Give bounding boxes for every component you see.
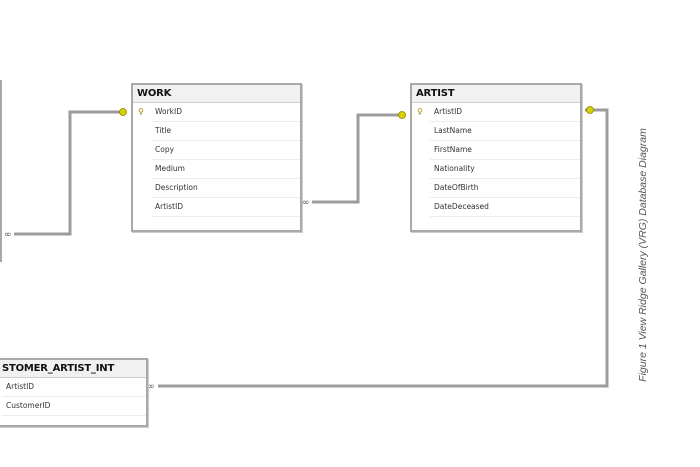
key-icon [119, 108, 127, 116]
column-row[interactable]: Medium [151, 160, 300, 179]
column-row[interactable]: DateOfBirth [430, 179, 580, 198]
column-row[interactable]: Nationality [430, 160, 580, 179]
column-row[interactable]: Copy [151, 141, 300, 160]
column-row[interactable]: CustomerID [2, 397, 146, 416]
key-icon: ♀ [417, 107, 423, 116]
column-row[interactable]: Title [151, 122, 300, 141]
key-icon: ♀ [138, 107, 144, 116]
infinity-icon: ∞ [302, 198, 310, 208]
column-row[interactable]: DateDeceased [430, 198, 580, 217]
table-title: WORK [133, 85, 300, 103]
table-customer-artist-int[interactable]: STOMER_ARTIST_INT ArtistID CustomerID [0, 358, 148, 427]
table-work[interactable]: WORK ♀WorkID Title Copy Medium Descripti… [131, 83, 302, 232]
column-row[interactable]: ♀ArtistID [417, 103, 580, 122]
table-artist[interactable]: ARTIST ♀ArtistID LastName FirstName Nati… [410, 83, 582, 232]
figure-caption: Figure 1 View Ridge Gallery (VRG) Databa… [637, 128, 649, 382]
relationship-artist-customer [158, 108, 609, 388]
table-title: ARTIST [412, 85, 580, 103]
column-row[interactable]: FirstName [430, 141, 580, 160]
column-row[interactable]: ArtistID [2, 378, 146, 397]
column-row[interactable]: ArtistID [151, 198, 300, 217]
table-title: STOMER_ARTIST_INT [0, 360, 146, 378]
infinity-icon: ∞ [147, 382, 155, 392]
infinity-icon: ∞ [4, 230, 12, 240]
column-row[interactable]: Description [151, 179, 300, 198]
relationship-left-work [14, 110, 126, 236]
key-icon [586, 106, 594, 114]
column-row[interactable]: ♀WorkID [138, 103, 300, 122]
column-row[interactable]: LastName [430, 122, 580, 141]
partial-table-edge [0, 80, 2, 262]
relationship-work-artist [312, 113, 404, 204]
key-icon [398, 111, 406, 119]
